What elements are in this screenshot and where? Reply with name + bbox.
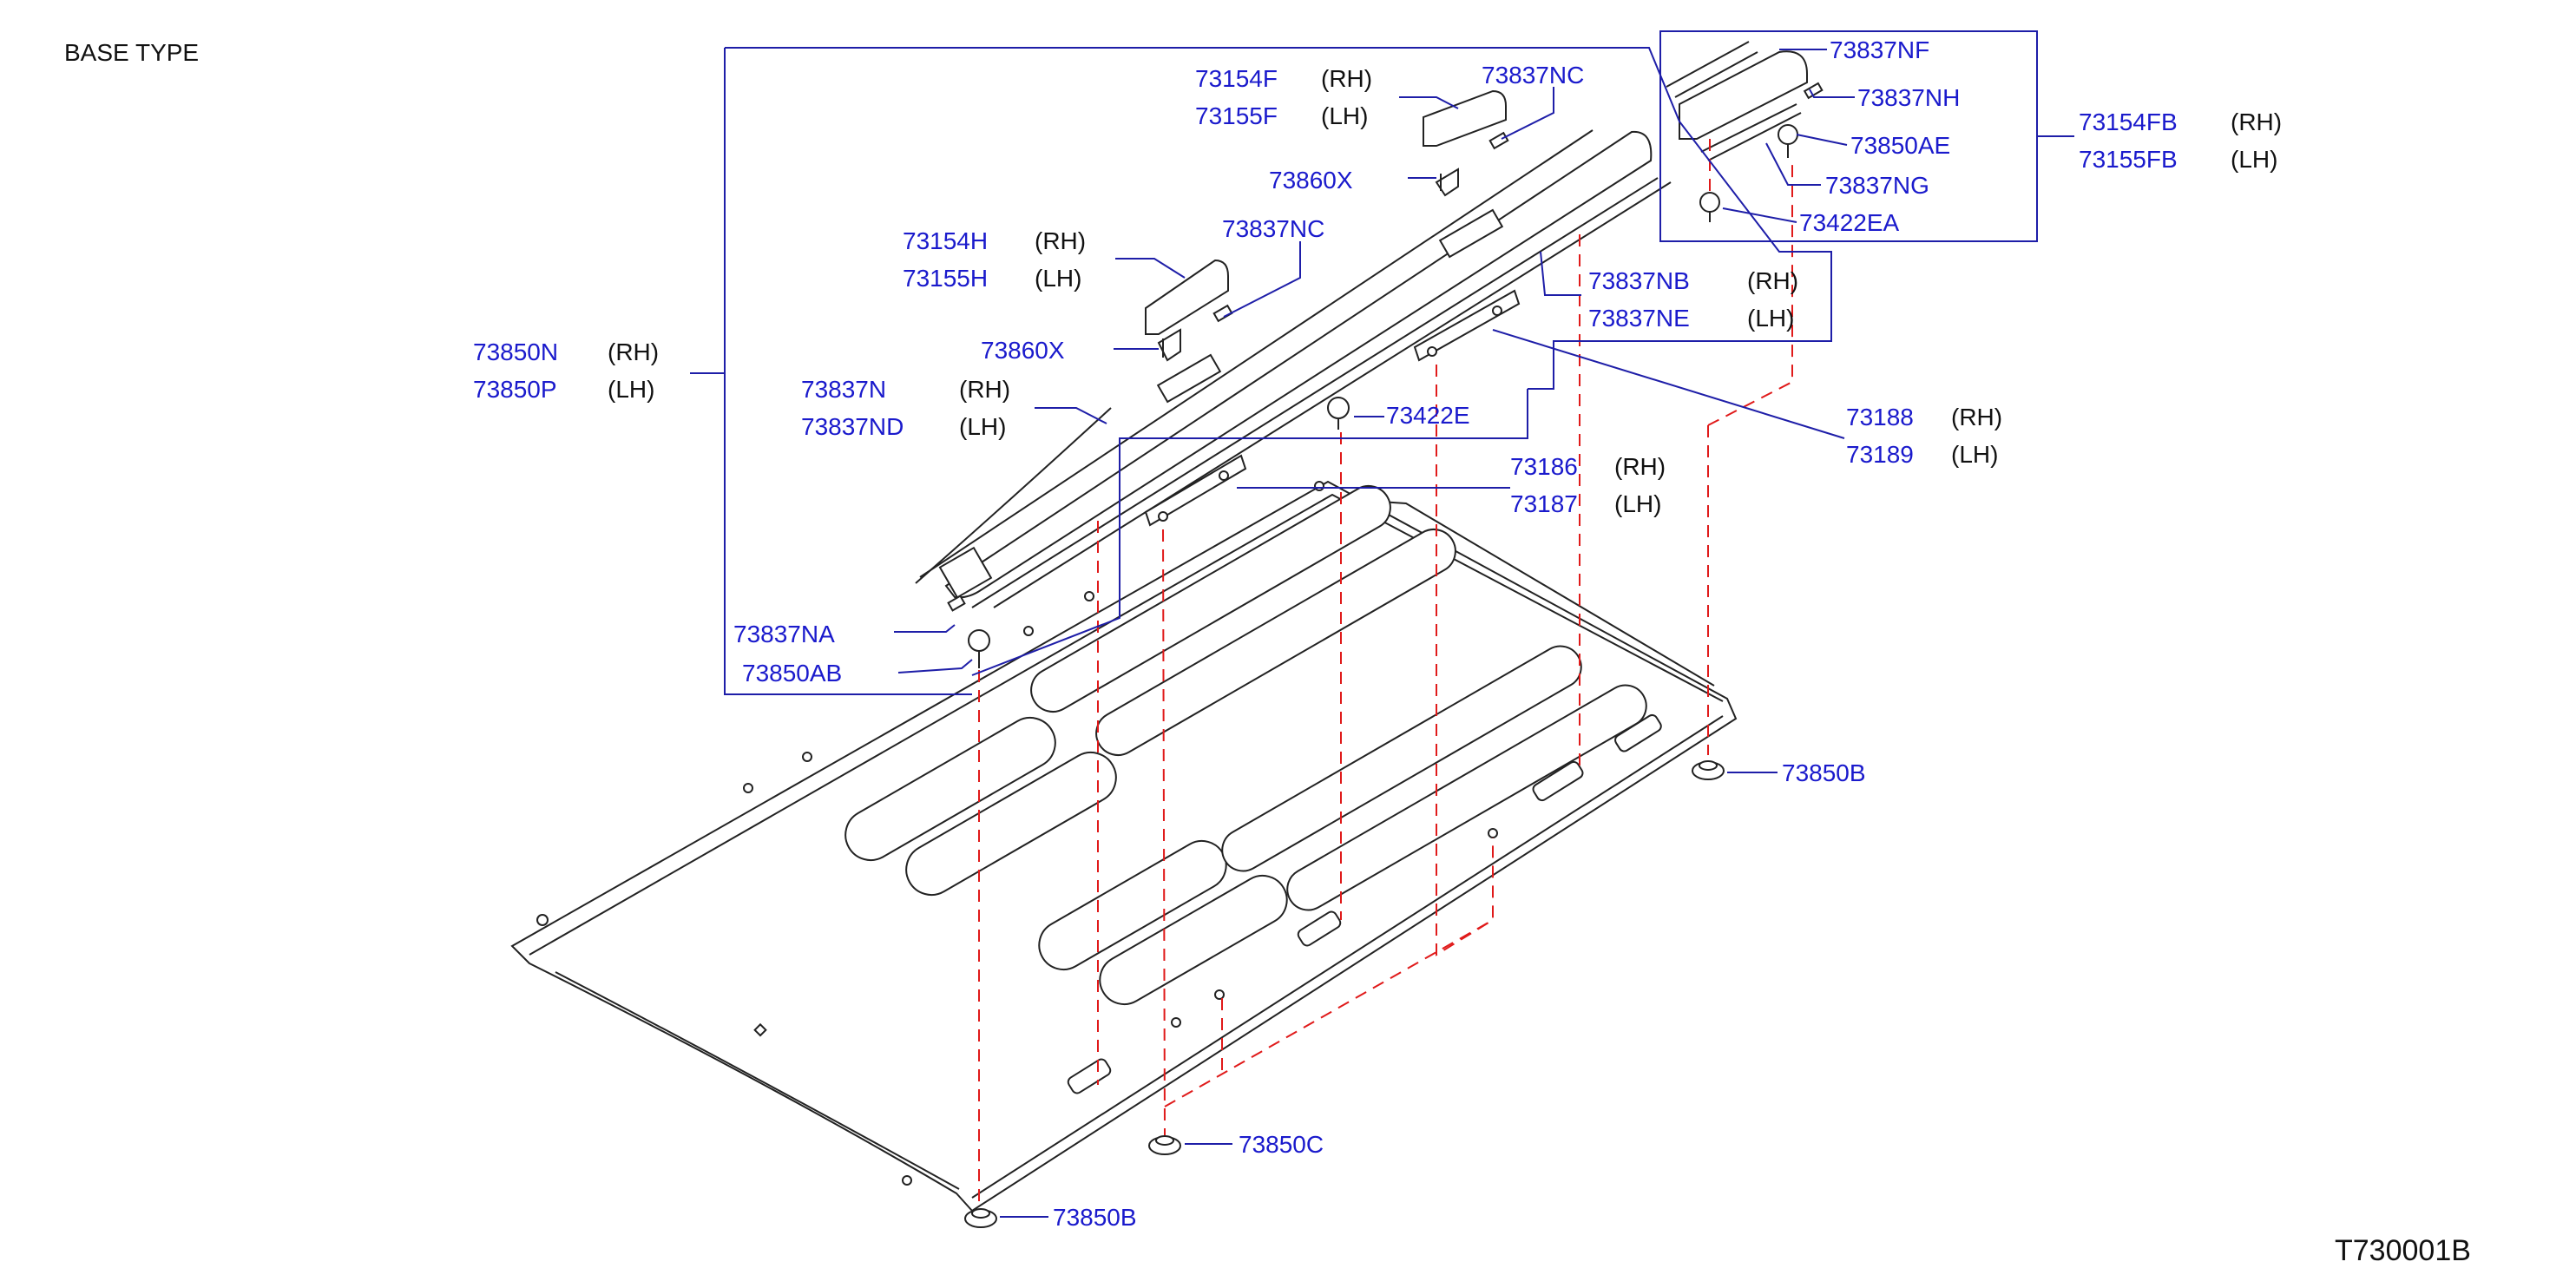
label-73837N: 73837N <box>801 376 886 403</box>
label-73154FB-side: (RH) <box>2231 108 2282 135</box>
label-73155FB: 73155FB <box>2079 146 2178 173</box>
label-73837NC-lower: 73837NC <box>1222 215 1324 242</box>
label-73837NC-upper: 73837NC <box>1482 62 1584 89</box>
label-73837NF: 73837NF <box>1830 36 1929 63</box>
part-labels: 73154F (RH) 73155F (LH) 73837NC 73860X 7… <box>473 36 2282 1231</box>
roof-rail <box>915 129 1672 608</box>
label-73155FB-side: (LH) <box>2231 146 2277 173</box>
label-73189: 73189 <box>1846 441 1914 468</box>
label-73850N: 73850N <box>473 338 558 365</box>
label-73837NE: 73837NE <box>1588 305 1690 332</box>
clip-73860X-upper <box>1435 168 1459 197</box>
label-73850AB: 73850AB <box>742 660 842 687</box>
label-73186-side: (RH) <box>1614 453 1666 480</box>
label-73154F-side: (RH) <box>1321 65 1372 92</box>
bolt-73850AB <box>968 629 990 668</box>
grommet-73850B-front <box>964 1208 997 1228</box>
label-73850B-front: 73850B <box>1053 1204 1137 1231</box>
label-73186: 73186 <box>1510 453 1578 480</box>
label-73860X-lower: 73860X <box>981 337 1065 364</box>
label-73154FB: 73154FB <box>2079 108 2178 135</box>
label-73837NH: 73837NH <box>1857 84 1960 111</box>
label-73837ND: 73837ND <box>801 413 904 440</box>
label-73850P: 73850P <box>473 376 557 403</box>
label-73837ND-side: (LH) <box>959 413 1006 440</box>
label-73837NB-side: (RH) <box>1747 267 1798 294</box>
label-73155H: 73155H <box>903 265 988 292</box>
detail-inset <box>1666 41 1824 222</box>
label-73155F: 73155F <box>1195 102 1278 129</box>
label-73154F: 73154F <box>1195 65 1278 92</box>
label-73837NG: 73837NG <box>1825 172 1929 199</box>
label-73837NB: 73837NB <box>1588 267 1690 294</box>
label-73155H-side: (LH) <box>1035 265 1081 292</box>
label-73850B-rear: 73850B <box>1782 759 1866 786</box>
callout-box-73850N <box>724 47 1832 695</box>
label-73850C: 73850C <box>1239 1131 1324 1158</box>
grommet-73850B-rear <box>1692 760 1725 780</box>
leader-lines <box>690 49 2074 1218</box>
grommet-73850C <box>1148 1135 1181 1155</box>
label-73837N-side: (RH) <box>959 376 1010 403</box>
pad-73837NA <box>947 595 966 612</box>
label-73187-side: (LH) <box>1614 490 1661 517</box>
label-73850N-side: (RH) <box>608 338 659 365</box>
roof-panel <box>510 480 1738 1212</box>
label-73187: 73187 <box>1510 490 1578 517</box>
label-73422E: 73422E <box>1386 402 1470 429</box>
label-73155F-side: (LH) <box>1321 102 1368 129</box>
label-73154H-side: (RH) <box>1035 227 1086 254</box>
base-type-heading: BASE TYPE <box>64 39 199 66</box>
label-73154H: 73154H <box>903 227 988 254</box>
bracket-73188 <box>1413 289 1521 362</box>
end-cap-73154F <box>1423 89 1509 150</box>
label-73188-side: (RH) <box>1951 404 2002 430</box>
label-73422EA: 73422EA <box>1799 209 1900 236</box>
label-73188: 73188 <box>1846 404 1914 430</box>
label-73837NA: 73837NA <box>733 621 835 647</box>
label-73850AE: 73850AE <box>1850 132 1950 159</box>
label-73850P-side: (LH) <box>608 376 654 403</box>
label-73189-side: (LH) <box>1951 441 1998 468</box>
figure-code: T730001B <box>2335 1234 2471 1267</box>
label-73860X-upper: 73860X <box>1269 167 1353 194</box>
clip-73422E <box>1327 397 1350 430</box>
bracket-73186 <box>1144 454 1247 527</box>
label-73837NE-side: (LH) <box>1747 305 1794 332</box>
end-cap-73154H <box>1145 259 1233 335</box>
clip-73860X-lower <box>1157 328 1181 362</box>
hidden-lines <box>978 139 1793 1206</box>
